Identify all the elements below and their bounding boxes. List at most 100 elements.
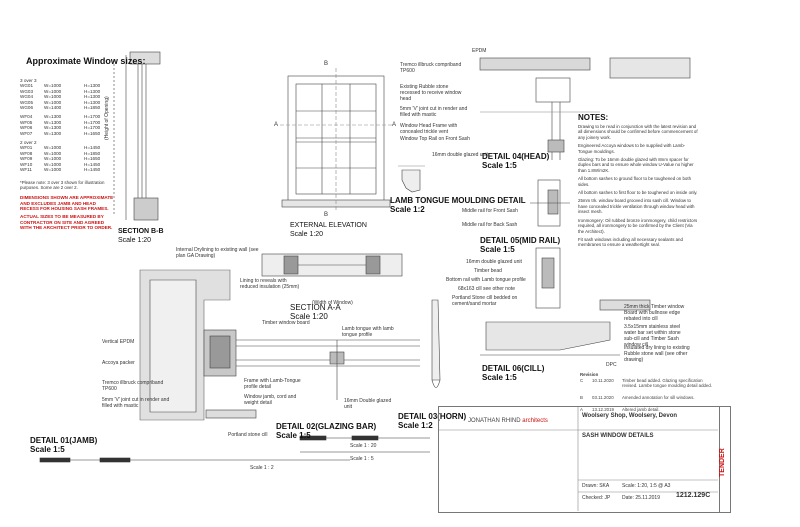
window-size-cell: H=1650 [84, 156, 101, 162]
label-joint-jamb: 5mm 'V' joint cut in render and filled w… [102, 397, 170, 409]
detail-05-drawing [530, 179, 570, 227]
label-lamb-frame: Frame with Lamb-Tongue profile detail [244, 378, 301, 390]
window-size-cell: W=1000 [44, 99, 62, 105]
window-size-cell: WG04 [20, 94, 34, 100]
window-size-row: WF04 W=1300 H=1700 [20, 114, 114, 119]
detail-06-drawing [480, 247, 651, 356]
note-item: All bottom sashes to first floor to be t… [578, 190, 698, 196]
window-size-cell: H=1300 [84, 88, 101, 94]
mark-b-bottom: B [324, 212, 329, 218]
note-item: Fit sash windows including all necessary… [578, 236, 683, 248]
window-size-cell: W=1300 [44, 125, 62, 131]
window-size-row: WG04 W=1000 H=1300 [20, 94, 114, 99]
drawing-number: 1212.129C [676, 492, 711, 499]
revision-rev: A [580, 407, 583, 412]
note-item: Ironmongery: Oil rubbed bronze ironmonge… [578, 217, 698, 234]
scale-caption-1-20: Scale 1 : 20 [350, 443, 377, 449]
label-tremco-jamb: Tremco illbruck compriband TP600 [102, 380, 164, 392]
window-size-cell: H=1850 [84, 150, 101, 156]
detail-03-drawing [431, 299, 441, 388]
label-timber-board: Timber window board [262, 320, 310, 326]
window-size-cell: W=1000 [44, 83, 62, 89]
window-size-cell: H=1450 [84, 145, 101, 151]
elevation-scale: Scale 1:20 [290, 231, 324, 238]
label-vertical-epdm: Vertical EPDM [102, 339, 135, 345]
scale-bars [39, 435, 430, 463]
section-aa-drawing [261, 253, 403, 277]
section-bb-title: SECTION B-B [118, 228, 164, 235]
label-reveals: Lining to reveals with reduced insulatio… [240, 278, 300, 290]
window-size-cell: W=1000 [44, 150, 62, 156]
window-size-cell: H=1650 [84, 130, 101, 136]
detail-02-drawing [329, 340, 345, 400]
label-glazed-16: 16mm double glazed unit [432, 152, 488, 158]
status-strip: TENDER [718, 406, 731, 513]
window-size-cell: H=1700 [84, 114, 101, 120]
detail-01-scale: Scale 1:5 [30, 445, 65, 454]
note-item: All bottom sashes to ground floor to be … [578, 176, 692, 187]
label-top-rail: Window Top Rail on Front Sash [400, 136, 470, 142]
label-mid-back: Middle rail for Back Sash [462, 222, 518, 228]
window-size-cell: W=1000 [44, 156, 62, 162]
mark-a-right: A [392, 122, 397, 128]
label-dry-lining: Internal Drylining to existing wall (see… [176, 247, 259, 259]
window-size-cell: H=1300 [84, 94, 101, 100]
window-size-cell: WF05 [20, 119, 33, 125]
window-size-cell: W=1000 [44, 94, 62, 100]
revision-date: 13.12.2019 [592, 407, 614, 412]
window-group-label: 3 over 3 [20, 78, 37, 83]
label-rubble: Existing Rubble stone recessed to receiv… [400, 84, 462, 102]
drawing-date: Date: 25.11.2019 [622, 495, 660, 501]
window-size-cell: WF06 [20, 125, 33, 131]
lamb-tongue-drawing [398, 165, 425, 193]
window-size-cell: WF10 [20, 161, 33, 167]
detail-01-title: DETAIL 01(JAMB) [30, 436, 98, 445]
title-block [438, 406, 720, 513]
note-item: Drawing to be read in conjunction with t… [578, 124, 698, 140]
window-size-cell: H=1450 [84, 161, 101, 167]
label-joint-head: 5mm 'V' joint cut in render and filled w… [400, 106, 468, 118]
window-size-cell: W=1000 [44, 161, 62, 167]
label-lamb-bar: Lamb tongue with lamb tongue profile [342, 326, 394, 338]
detail-03-scale: Scale 1:2 [398, 421, 433, 430]
window-size-cell: W=1000 [44, 167, 62, 173]
revision-header: Revision [580, 372, 599, 377]
drawing-name: SASH WINDOW DETAILS [582, 433, 654, 439]
window-size-cell: WF01 [20, 145, 33, 151]
note-item: Engineered Accoya windows to be supplied… [578, 143, 686, 154]
scale-caption-1-2: Scale 1 : 2 [250, 465, 274, 471]
detail-02-title: DETAIL 02(GLAZING BAR) [276, 422, 377, 431]
window-size-cell: H=1300 [84, 99, 101, 105]
window-size-cell: W=1300 [44, 114, 62, 120]
revision-date: 10.11.2020 [592, 378, 614, 383]
revision-date: 03.11.2020 [592, 395, 614, 400]
window-size-cell: WF04 [20, 114, 33, 120]
window-size-cell: WG06 [20, 105, 34, 111]
detail-04-scale: Scale 1:5 [482, 161, 517, 170]
note-item: 25mm trk. window board grooved into sash… [578, 198, 695, 215]
window-size-row: WF10 W=1000 H=1450 [20, 162, 114, 167]
window-size-cell: WF08 [20, 150, 33, 156]
height-of-opening-label: (Height of Opening) [104, 96, 110, 140]
label-mid-front: Middle rail for Front Sash [462, 208, 518, 214]
label-glazed-16b: 16mm Double glazed unit [344, 398, 392, 410]
label-epdm: EPDM [472, 48, 487, 54]
window-size-cell: WF09 [20, 156, 33, 162]
label-packer: Accoya packer [102, 360, 135, 366]
label-steel-bar: 3.5x15mm stainless steel water bar set w… [624, 324, 681, 348]
detail-01-drawing [139, 269, 420, 421]
label-stone-cill: Portland Stone cill bedded on cement/san… [452, 295, 518, 307]
notes-list: Drawing to be read in conjunction with t… [578, 124, 698, 251]
label-width-window: (Width of Window) [312, 300, 353, 306]
mark-b-top: B [324, 61, 329, 67]
label-jamb-detail: Window jamb, cord and weight detail [244, 394, 297, 406]
note-item: Glazing: To be 16mm double glazed with 8… [578, 157, 694, 173]
